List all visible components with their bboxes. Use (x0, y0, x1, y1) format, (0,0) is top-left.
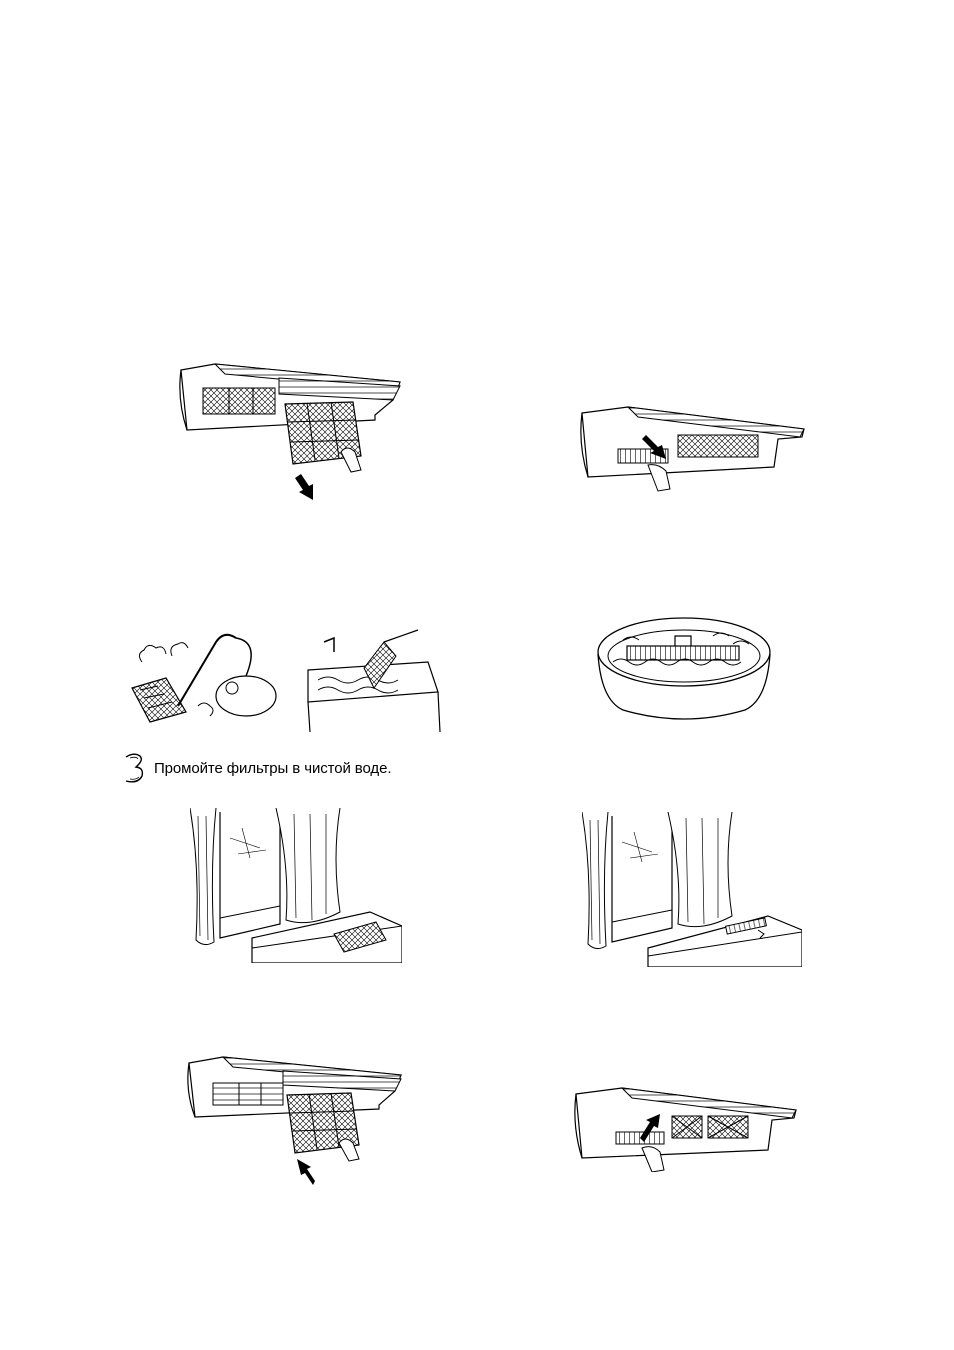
insert-air-filter-illustration (183, 1055, 405, 1185)
dry-air-filter-in-shade-illustration (190, 808, 402, 963)
step-caption: Промойте фильтры в чистой воде. (154, 760, 391, 777)
soak-deodorizing-filter-illustration (593, 610, 775, 722)
insert-deodorizing-filter-illustration (572, 1086, 800, 1172)
step-3: Промойте фильтры в чистой воде. (118, 750, 438, 786)
remove-deodorizing-filter-illustration (578, 405, 808, 493)
vacuum-and-wash-filter-illustration (128, 622, 446, 742)
dry-deodorizing-filter-in-shade-illustration (582, 812, 802, 967)
step-number (118, 750, 152, 786)
remove-air-filter-illustration (175, 360, 405, 505)
